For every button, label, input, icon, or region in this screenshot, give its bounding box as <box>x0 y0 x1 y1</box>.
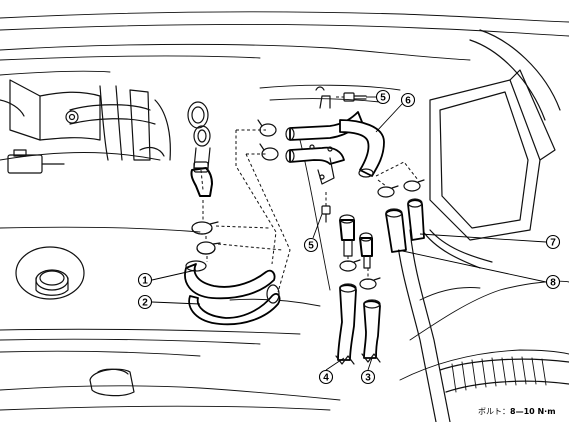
svg-text:5: 5 <box>380 93 386 104</box>
callout-5-lower: 5 <box>303 237 319 253</box>
callout-8: 8 <box>545 274 561 290</box>
leader-lines <box>151 96 547 371</box>
callout-6: 6 <box>400 92 416 108</box>
svg-text:1: 1 <box>142 276 148 287</box>
hose-4 <box>335 283 357 365</box>
svg-text:5: 5 <box>308 241 314 252</box>
heater-valve-fitting <box>187 101 213 197</box>
callout-2: 2 <box>137 294 153 310</box>
torque-note: ボルト：8—10 N·m <box>478 407 556 416</box>
svg-text:8: 8 <box>550 278 556 289</box>
connector-middle-right <box>359 232 373 269</box>
callout-7: 7 <box>545 234 561 250</box>
svg-text:4: 4 <box>323 373 329 384</box>
hose-7 <box>407 198 425 241</box>
engine-bay-background <box>0 11 569 411</box>
clamp-left-lower <box>196 241 221 255</box>
hose-8 <box>385 208 407 253</box>
clamp-left-upper <box>191 221 219 235</box>
hose-2 <box>188 284 281 326</box>
bolt-lower <box>321 192 331 223</box>
hose-3 <box>361 299 381 363</box>
torque-prefix: ボルト： <box>478 407 510 416</box>
pipe-assembly <box>257 86 385 185</box>
corrugated-tube <box>439 356 569 393</box>
callout-3: 3 <box>360 369 376 385</box>
hose-1 <box>184 260 276 300</box>
svg-text:ボルト：8—10 N·m: ボルト：8—10 N·m <box>478 407 556 416</box>
right-lower-hoses <box>395 229 493 422</box>
bolt-top <box>336 92 367 102</box>
callout-4: 4 <box>318 369 334 385</box>
right-housing <box>429 29 561 241</box>
clamps-middle <box>339 256 381 290</box>
reservoir-cap <box>15 246 85 300</box>
clamps-right <box>375 161 425 198</box>
callout-1: 1 <box>137 272 153 288</box>
left-engine-parts <box>0 79 171 174</box>
svg-text:3: 3 <box>365 373 371 384</box>
dashed-routing <box>215 129 291 293</box>
svg-text:6: 6 <box>405 96 411 107</box>
svg-text:7: 7 <box>550 238 556 249</box>
bottom-cap <box>89 368 135 397</box>
svg-text:2: 2 <box>142 298 148 309</box>
connector-middle-left <box>339 214 355 257</box>
callout-5-top: 5 <box>375 89 391 105</box>
torque-value: 8—10 N·m <box>510 407 556 416</box>
